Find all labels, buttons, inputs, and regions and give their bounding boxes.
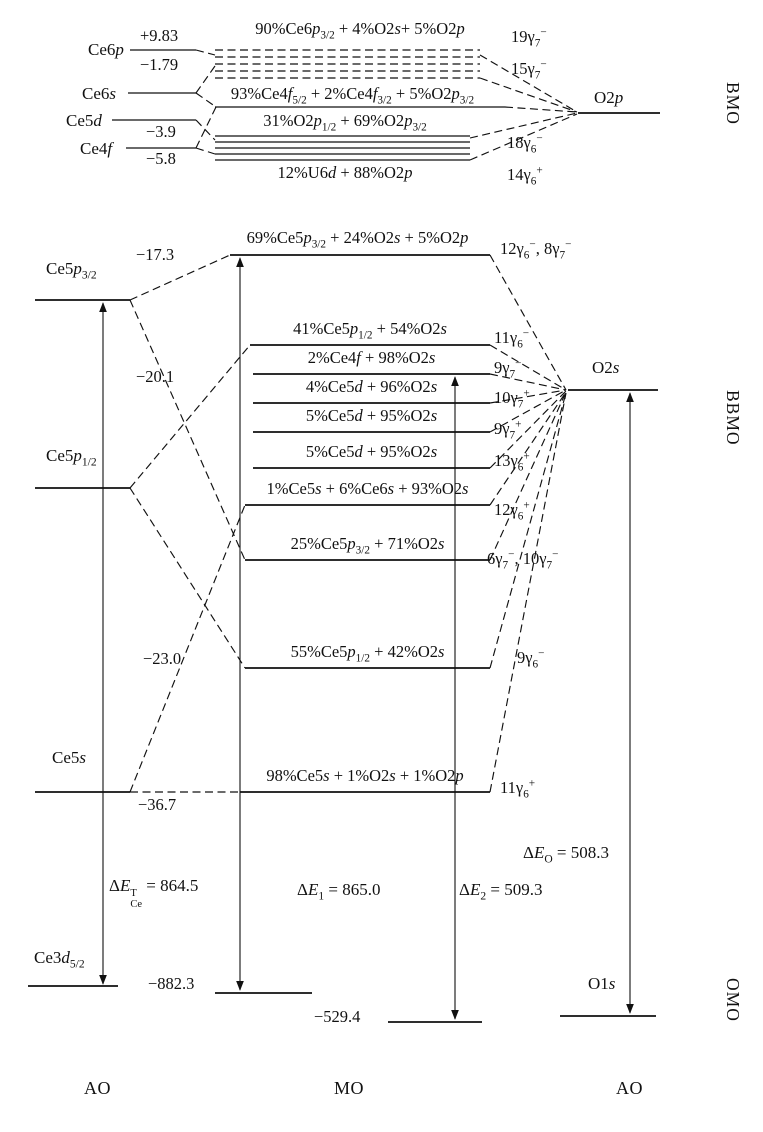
energy-ce5s: −36.7 [138, 795, 177, 814]
energy-ce5p32: −17.3 [136, 245, 175, 264]
section-label-omo: OMO [723, 978, 743, 1022]
ao-label-o1s: O1s [588, 974, 616, 993]
ao-label-ce5d: Ce5d [66, 111, 102, 130]
energy-ce6p: +9.83 [140, 26, 179, 45]
delta-e1-label: ΔE1 = 865.0 [297, 880, 381, 903]
bmo-dashed-connectors [195, 49, 578, 161]
ao-label-ce5p32: Ce5p3/2 [46, 259, 97, 282]
symmetry-18g6: 18γ6− [507, 132, 543, 156]
mo-label-90ce6p: 90%Ce6p3/2 + 4%O2s+ 5%O2p [255, 19, 465, 42]
mo-label-93ce4f: 93%Ce4f5/2 + 2%Ce4f3/2 + 5%O2p3/2 [230, 84, 475, 107]
delta-e2-label: ΔE2 = 509.3 [459, 880, 543, 903]
mo-composition: 55%Ce5p1/2 + 42%O2s [290, 642, 445, 665]
energy-ce5d: −3.9 [146, 122, 176, 141]
energy-ce3d: −882.3 [148, 974, 195, 993]
ao-label-ce6p: Ce6p [88, 40, 124, 59]
bbmo-left-dashed-connectors [129, 254, 251, 793]
mo-symmetry: 9γ6− [517, 647, 545, 671]
ao-label-o2p: O2p [594, 88, 624, 107]
axis-label-ao-left: AO [84, 1078, 111, 1098]
mo-symmetry: 12γ6−, 8γ7− [500, 238, 572, 262]
bbmo-left-ao-levels [35, 299, 130, 793]
section-label-bbmo: BBMO [723, 390, 743, 446]
delta-eo-label: ΔEO = 508.3 [523, 843, 610, 866]
axis-label-mo: MO [334, 1078, 365, 1098]
ao-label-o2s: O2s [592, 358, 620, 377]
omo-levels [28, 985, 656, 1023]
bbmo-o2s-dashed-fan [489, 254, 567, 793]
mo-composition: 2%Ce4f + 98%O2s [307, 348, 436, 367]
energy-ce4f: −5.8 [146, 149, 176, 168]
energy-difference-arrows [99, 257, 634, 1020]
mo-composition: 69%Ce5p3/2 + 24%O2s + 5%O2p [246, 228, 469, 251]
mo-composition: 5%Ce5d + 95%O2s [305, 442, 438, 461]
symmetry-15g7: 15γ7− [511, 58, 547, 82]
mo-symmetry: 10γ7+ [494, 387, 530, 411]
mo-symmetry: 9γ7− [494, 357, 522, 381]
bmo-dashed-mo-cluster [215, 49, 480, 79]
mo-symmetry: 6γ7−, 10γ7− [487, 548, 559, 572]
mo-symmetry: 12γ6+ [494, 499, 530, 523]
mo-symmetry: 13γ6+ [494, 450, 530, 474]
mo-composition: 41%Ce5p1/2 + 54%O2s [293, 319, 447, 342]
mo-label-12u6d: 12%U6d + 88%O2p [277, 163, 413, 182]
mo-symmetry: 11γ6− [494, 327, 530, 351]
axis-label-ao-right: AO [616, 1078, 643, 1098]
mo-symmetry: 9γ7+ [494, 418, 522, 442]
mo-composition: 98%Ce5s + 1%O2s + 1%O2p [266, 766, 464, 785]
energy-mo-o1s: −529.4 [314, 1007, 361, 1026]
ao-label-ce3d: Ce3d5/2 [34, 948, 85, 971]
mo-composition: 1%Ce5s + 6%Ce6s + 93%O2s [266, 479, 469, 498]
ao-label-ce5s: Ce5s [52, 748, 87, 767]
mo-composition: 4%Ce5d + 96%O2s [305, 377, 438, 396]
section-label-bmo: BMO [723, 82, 743, 125]
energy-23-0: −23.0 [143, 649, 182, 668]
symmetry-14g6: 14γ6+ [507, 164, 543, 188]
mo-symmetry: 11γ6+ [500, 777, 536, 801]
bmo-solid-mo-cluster [215, 135, 470, 161]
bmo-left-ao-levels [112, 49, 196, 149]
ao-label-ce6s: Ce6s [82, 84, 117, 103]
ao-label-ce5p12: Ce5p1/2 [46, 446, 97, 469]
mo-composition: 25%Ce5p3/2 + 71%O2s [290, 534, 445, 557]
mo-composition: 5%Ce5d + 95%O2s [305, 406, 438, 425]
energy-ce6s: −1.79 [140, 55, 179, 74]
symmetry-19g7: 19γ7− [511, 26, 547, 50]
bbmo-mo-levels [230, 254, 490, 793]
ao-label-ce4f: Ce4f [80, 139, 113, 158]
mo-label-31o2p: 31%O2p1/2 + 69%O2p3/2 [263, 111, 427, 134]
energy-ce5p12: −20.1 [136, 367, 175, 386]
